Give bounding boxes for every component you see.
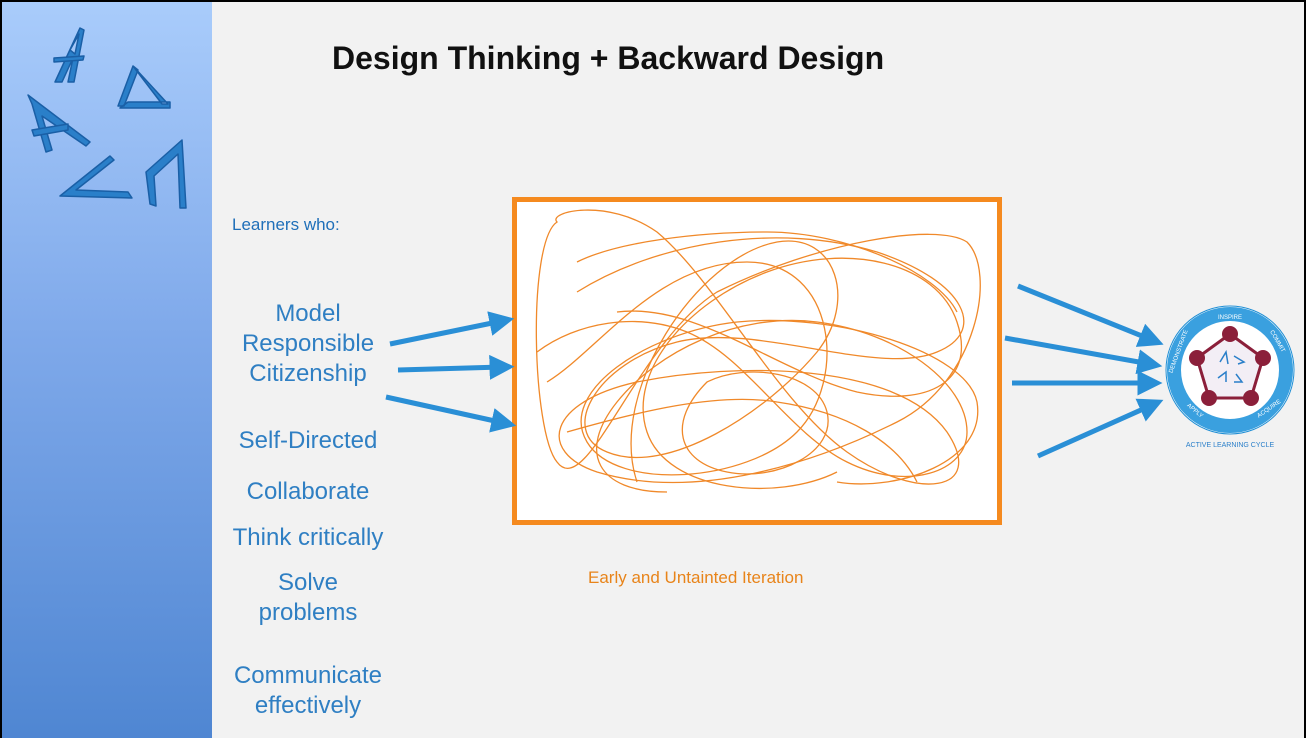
active-learning-cycle-icon: INSPIRE COMMIT ACQUIRE APPLY DEMONSTRATE… [1165,305,1295,449]
iteration-box [512,197,1002,525]
outcome-self-directed: Self-Directed [198,426,418,456]
arrow-icon [397,354,515,380]
sidebar [2,2,212,738]
outcome-solve-problems: Solve problems [198,568,418,628]
cycle-word: INSPIRE [1218,315,1242,321]
outcome-collaborate: Collaborate [198,477,418,507]
outcome-line: Collaborate [246,478,370,505]
arrow-icon [385,394,517,433]
outcome-line: Solve [277,569,339,596]
arrow-icon [389,311,515,347]
outcome-line: Think critically [232,524,384,551]
scribble-drawing [535,209,981,493]
iteration-label: Early and Untainted Iteration [588,568,804,587]
cycle-caption: ACTIVE LEARNING CYCLE [1186,442,1275,449]
outcome-line: Citizenship [249,360,367,387]
outcome-line: Model [275,300,341,327]
outcome-line: Communicate [233,662,383,689]
outcome-communicate: Communicate effectively [198,661,418,721]
arrow-icon [1036,398,1164,459]
arrow-icon [1004,335,1163,375]
outcome-line: effectively [254,692,362,719]
star-logo-icon [27,27,187,209]
outcome-model-citizenship: Model Responsible Citizenship [198,299,418,389]
slide-title: Design Thinking + Backward Design [332,40,885,76]
outcome-line: problems [258,599,358,626]
arrow-icon [1017,283,1164,347]
outcome-line: Self-Directed [238,427,378,454]
outcome-line: Responsible [241,330,375,357]
outcome-think-critically: Think critically [198,523,418,553]
learners-intro: Learners who: [232,215,340,234]
